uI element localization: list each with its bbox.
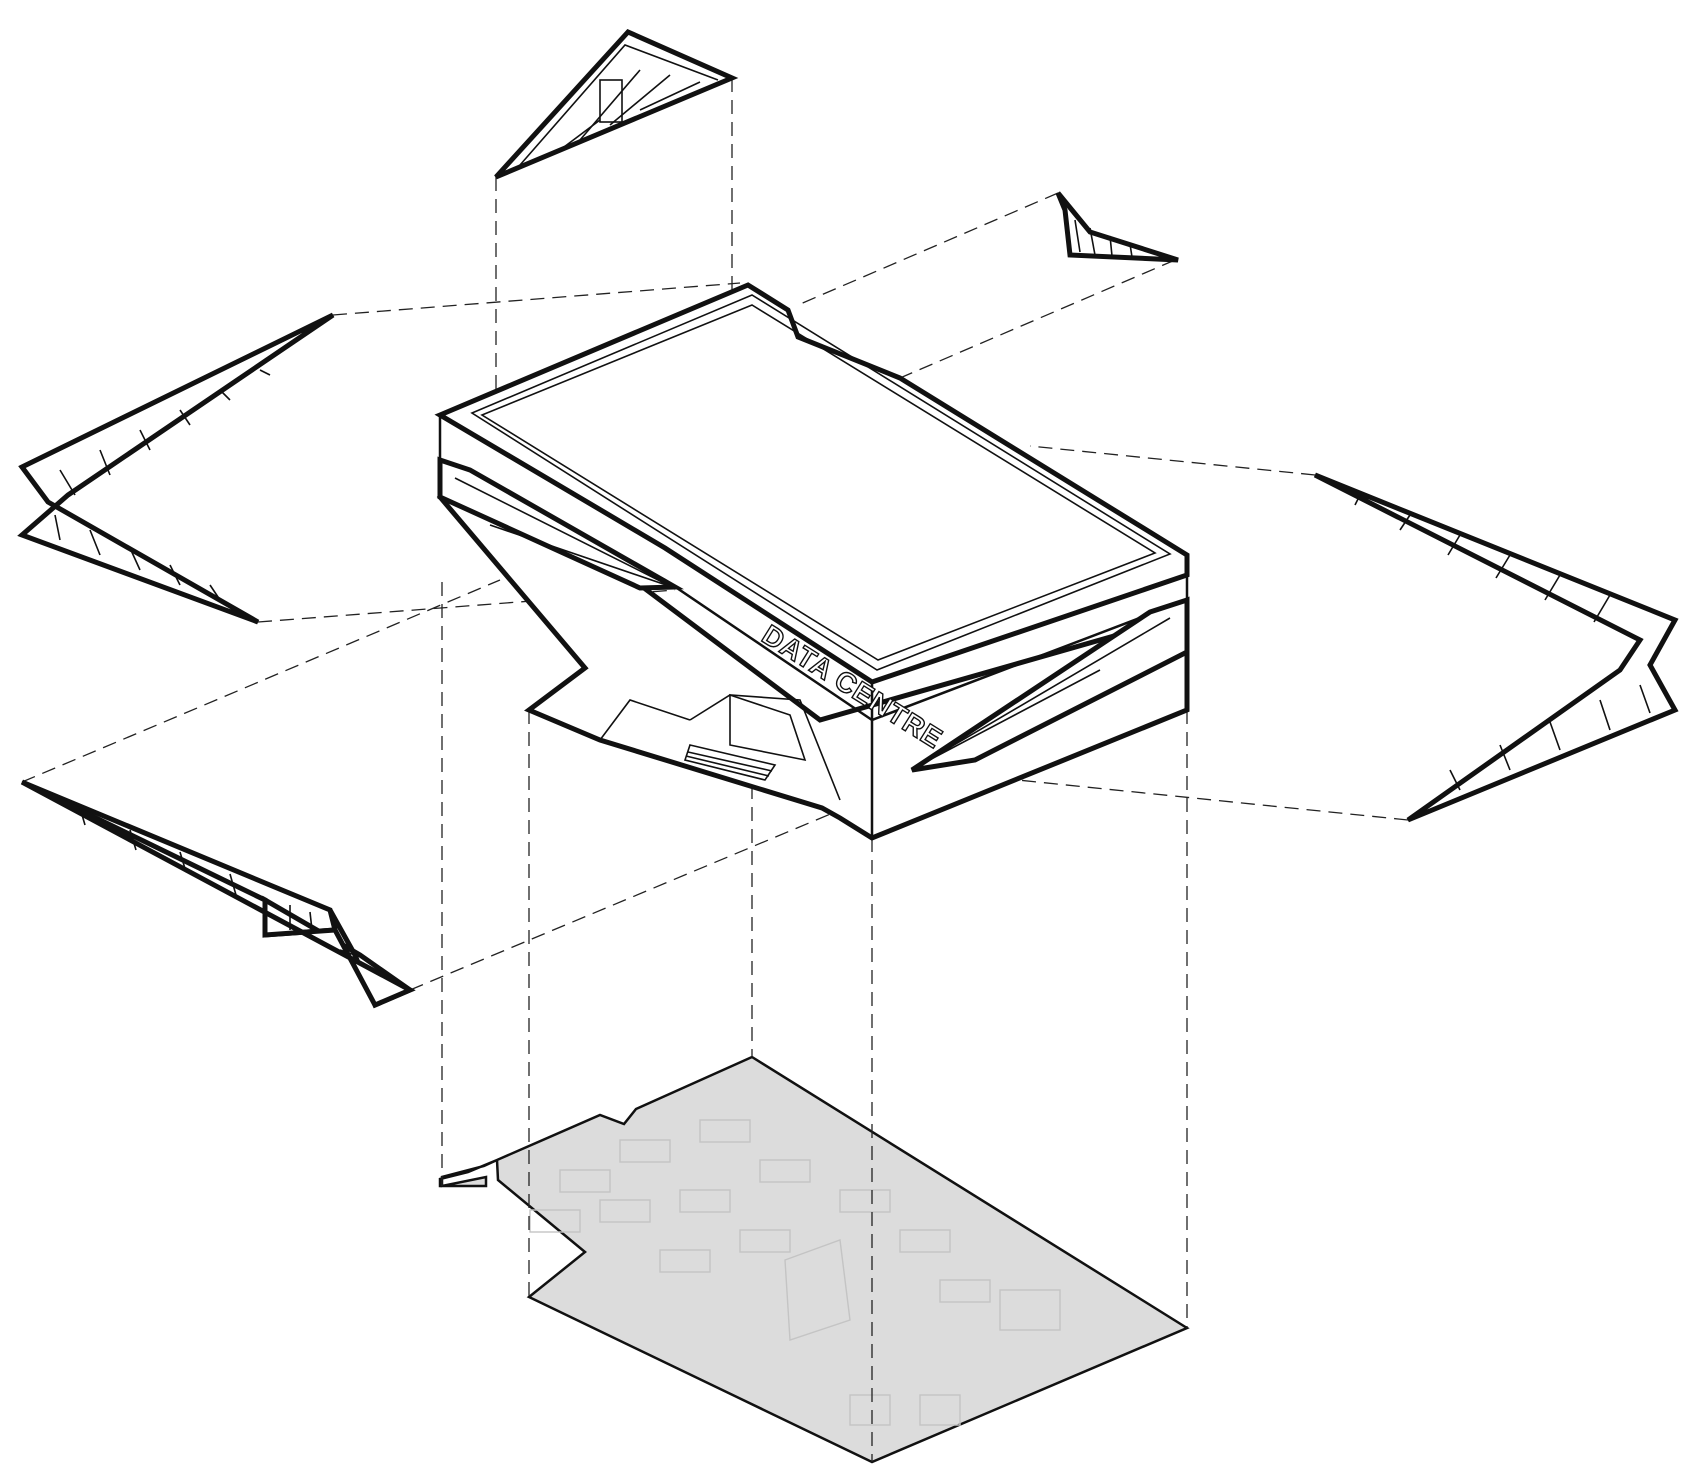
building-roof	[434, 282, 1190, 685]
roof-inset	[480, 304, 1157, 661]
floor-furniture	[529, 1119, 1061, 1426]
ground-floor-plan	[438, 1055, 1190, 1464]
right-fold-notch	[910, 596, 1190, 773]
building: DATA CENTRE	[434, 282, 1190, 841]
floor-slab	[438, 1055, 1190, 1464]
projection-lines	[21, 78, 1409, 1462]
bottom-left-facade-piece	[20, 779, 416, 1009]
left-fold-notch	[437, 456, 684, 591]
entrance-stairs	[683, 744, 777, 781]
right-facade-piece	[1313, 472, 1679, 823]
left-facade-piece	[17, 312, 335, 625]
top-facade-piece	[494, 28, 739, 180]
top-right-facade-piece	[1055, 191, 1179, 263]
